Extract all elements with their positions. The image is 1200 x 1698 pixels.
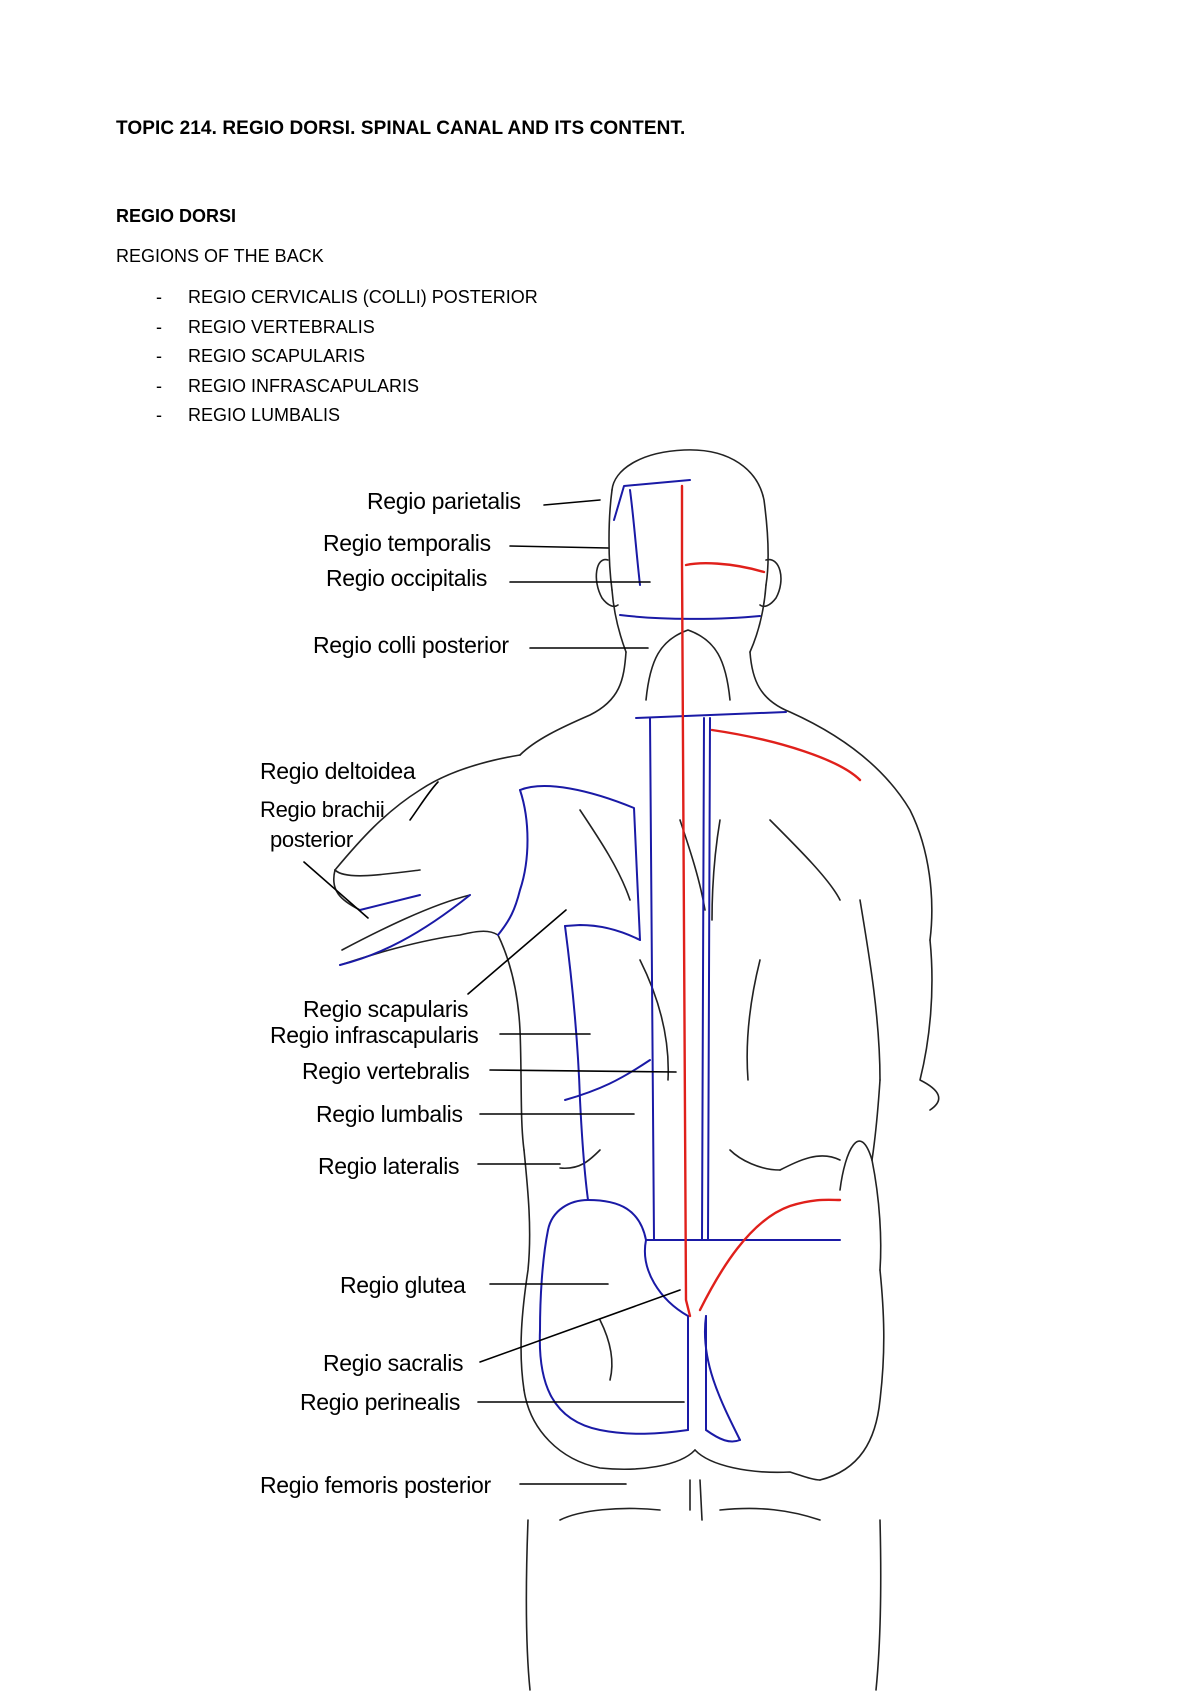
- document-title: TOPIC 214. REGIO DORSI. SPINAL CANAL AND…: [116, 118, 686, 139]
- label-regio-temporalis: Regio temporalis: [323, 530, 491, 556]
- label-regio-vertebralis: Regio vertebralis: [302, 1058, 470, 1084]
- list-item-text: REGIO SCAPULARIS: [188, 346, 366, 366]
- label-regio-occipitalis: Regio occipitalis: [326, 565, 488, 591]
- label-regio-sacralis: Regio sacralis: [323, 1350, 464, 1376]
- list-marker: -: [156, 405, 162, 425]
- label-regio-scapularis: Regio scapularis: [303, 996, 469, 1022]
- label-regio-lateralis: Regio lateralis: [318, 1153, 460, 1179]
- list-marker: -: [156, 316, 162, 337]
- subheading: REGIONS OF THE BACK: [116, 246, 324, 266]
- label-regio-glutea: Regio glutea: [340, 1272, 466, 1298]
- label-regio-brachii-line1: Regio brachii: [260, 797, 385, 822]
- list-marker: -: [156, 346, 162, 366]
- label-regio-brachii-line2: posterior: [270, 827, 353, 852]
- list-item-text: REGIO LUMBALIS: [188, 405, 341, 425]
- leader-lines: [303, 499, 685, 1485]
- list-marker: -: [156, 375, 162, 396]
- label-regio-lumbalis: Regio lumbalis: [316, 1101, 463, 1127]
- region-boundaries: [339, 479, 841, 1443]
- section-heading: REGIO DORSI: [116, 206, 237, 226]
- list-item-text: REGIO INFRASCAPULARIS: [188, 375, 420, 396]
- list-item-text: REGIO CERVICALIS (COLLI) POSTERIOR: [188, 287, 538, 307]
- label-regio-femoris-posterior: Regio femoris posterior: [260, 1472, 491, 1498]
- list-marker: -: [156, 287, 162, 307]
- label-regio-infrascapularis: Regio infrascapularis: [270, 1022, 479, 1048]
- label-regio-perinealis: Regio perinealis: [300, 1389, 461, 1415]
- label-regio-parietalis: Regio parietalis: [367, 488, 521, 514]
- list-item-text: REGIO VERTEBRALIS: [188, 316, 375, 337]
- midline-red: [680, 484, 862, 1318]
- label-regio-colli-posterior: Regio colli posterior: [313, 632, 509, 658]
- label-regio-deltoidea: Regio deltoidea: [260, 758, 416, 784]
